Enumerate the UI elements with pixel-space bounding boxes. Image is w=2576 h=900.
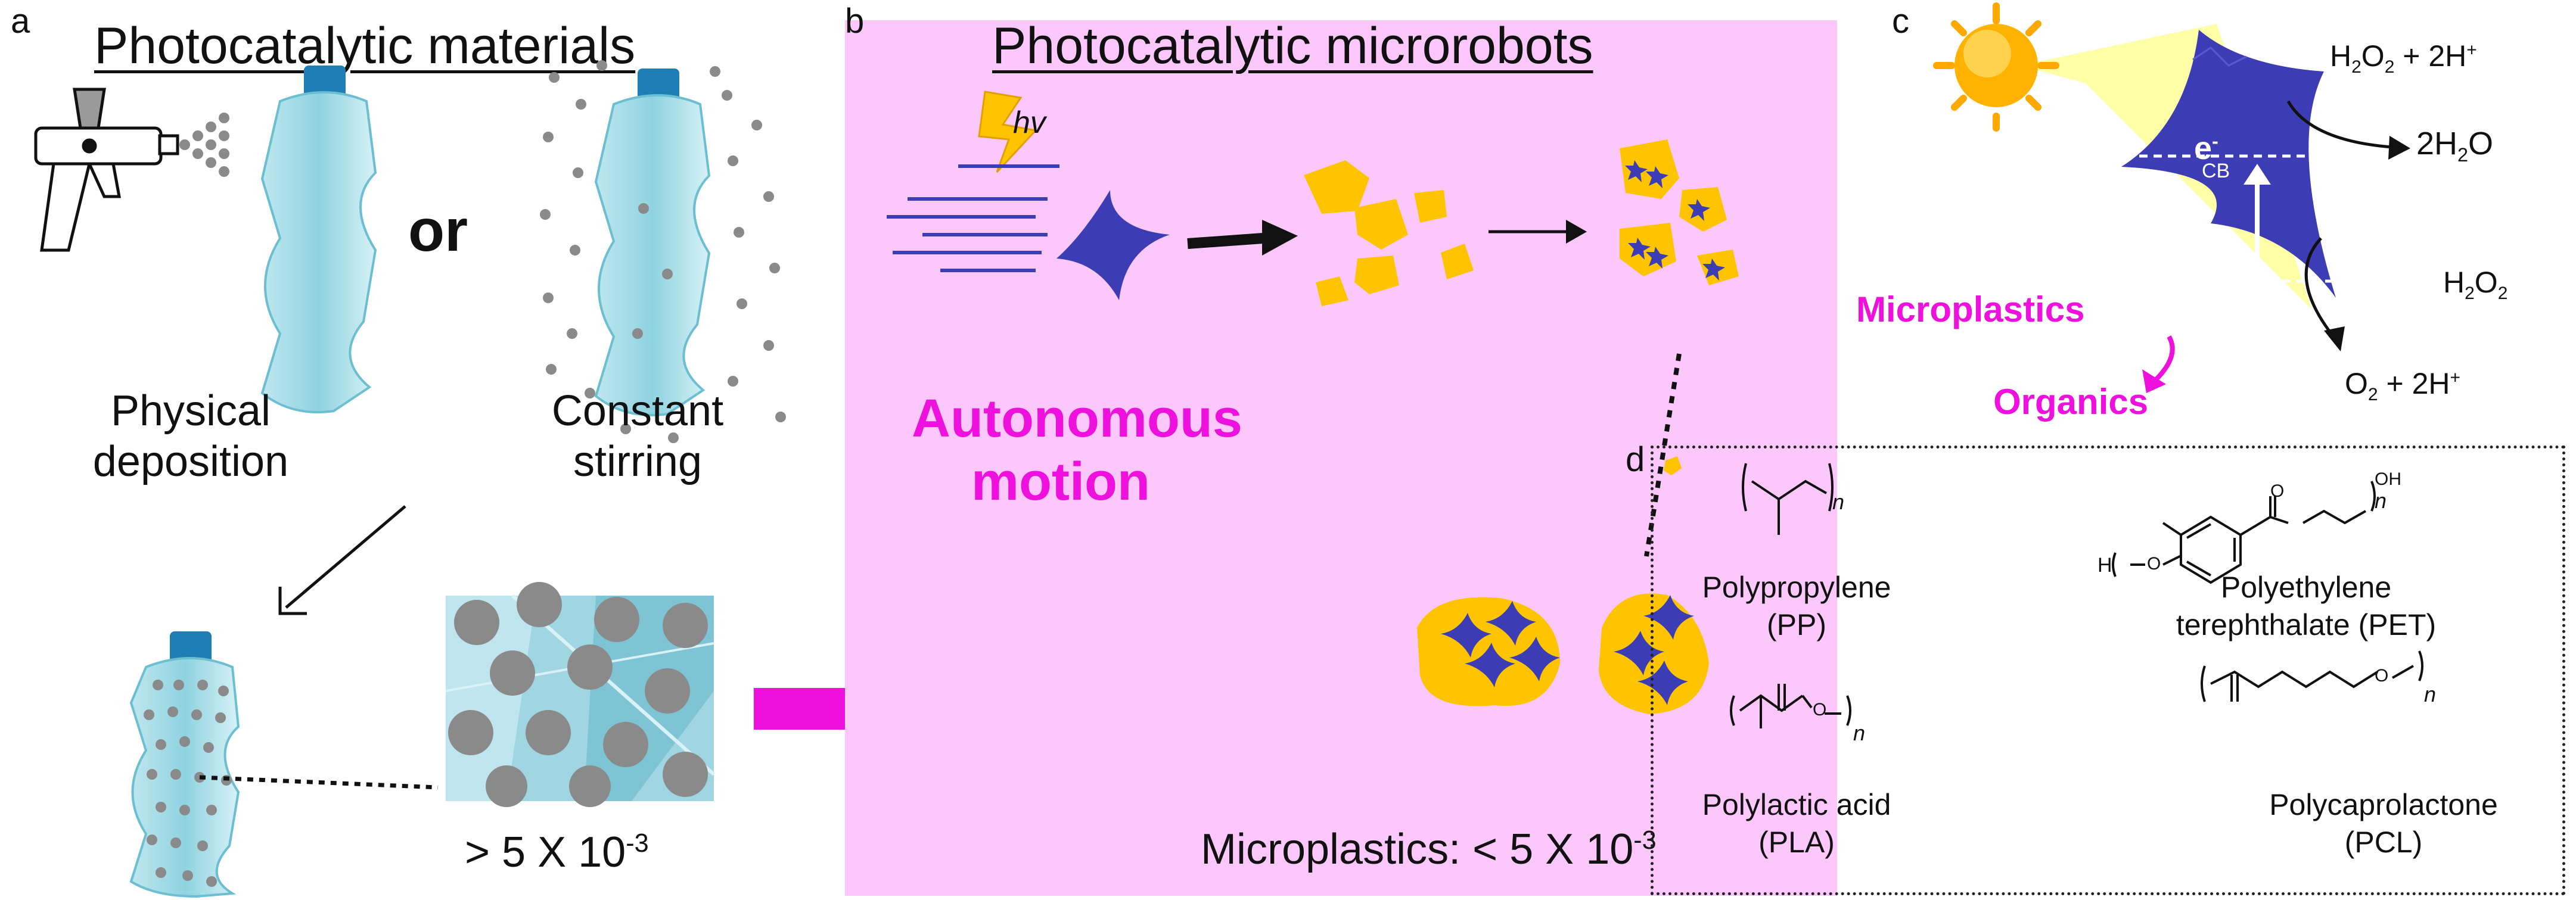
physical-deposition-text: Physical deposition	[92, 387, 289, 485]
spray-particles	[179, 113, 229, 177]
microrobot-star-icon	[1056, 190, 1170, 300]
pcl-abbr: (PCL)	[2344, 825, 2423, 859]
pcl-name: Polycaprolactone	[2269, 788, 2498, 821]
panel-d-letter: d	[1626, 440, 1645, 479]
physical-deposition-label: Physical deposition	[89, 386, 292, 487]
hole-label: h+	[2199, 280, 2230, 317]
attached-fragments	[1620, 139, 1739, 285]
pcl-n: n	[2424, 682, 2437, 706]
panel-c-illustration	[1933, 2, 2410, 393]
cb-label: CB	[2202, 160, 2230, 182]
pet-n: n	[2375, 488, 2387, 513]
panel-a-title: Photocatalytic materials	[94, 17, 636, 74]
bottom-product-plus: + 2H	[2378, 367, 2450, 400]
bottom-reactant-o: O	[2474, 266, 2498, 299]
panel-b-title: Photocatalytic microrobots	[992, 17, 1593, 74]
bottom-reactant-h: H	[2443, 266, 2465, 299]
panel-b-letter: b	[845, 2, 865, 41]
top-product-o: O	[2468, 126, 2494, 161]
bottom-product-label: O2 + 2H+	[2345, 367, 2461, 404]
electron-text: e	[2194, 130, 2213, 166]
or-label: or	[408, 197, 468, 264]
pla-structure	[1730, 684, 1851, 728]
panel-c-letter: c	[1892, 2, 1909, 41]
vb-label: VB	[2202, 253, 2229, 276]
panel-d-illustration	[1664, 456, 2423, 728]
electron-charge: -	[2212, 130, 2218, 152]
coated-bottle-icon	[129, 631, 240, 898]
motion-lines	[887, 164, 1059, 272]
organics-label: Organics	[1993, 382, 2149, 422]
excitation-arrow	[2243, 164, 2271, 280]
micro-size-label: Microplastics: < 5 X 10-3	[1201, 825, 1657, 874]
process-arrow	[278, 505, 406, 615]
panel-a-illustration	[34, 60, 786, 898]
pet-o1: O	[2147, 554, 2161, 574]
pla-name: Polylactic acid	[1702, 788, 1891, 821]
microplastic-fragments	[1304, 160, 1474, 306]
approach-arrow	[1187, 220, 1298, 256]
panel-b-illustration	[887, 91, 1739, 714]
top-product-h: 2H	[2416, 126, 2458, 161]
top-product-label: 2H2O	[2416, 126, 2494, 166]
sun-icon	[1933, 2, 2059, 132]
top-reactant-o: O	[2361, 39, 2385, 73]
aggregation-connector	[1644, 353, 1682, 557]
constant-stirring-label: Constant stirring	[536, 386, 739, 487]
spray-gun-icon	[34, 88, 179, 252]
micro-size-text: Microplastics: < 5 X 10	[1201, 826, 1634, 873]
top-reactant-label: H2O2 + 2H+	[2330, 39, 2477, 77]
pp-structure	[1742, 463, 1834, 535]
polymer-structures-box	[1651, 446, 2565, 895]
reduction-arrow	[2286, 100, 2402, 150]
autonomous-text: Autonomous	[912, 389, 1242, 449]
pet-oh: OH	[2375, 469, 2401, 489]
adhesion-arrow	[1489, 220, 1587, 244]
pla-n: n	[1853, 721, 1866, 745]
oxidation-arrow	[2304, 237, 2337, 341]
motion-text: motion	[971, 452, 1150, 512]
pla-abbr: (PLA)	[1758, 825, 1835, 859]
pp-name: Polypropylene	[1702, 571, 1891, 604]
pcl-structure	[2201, 650, 2423, 702]
top-reactant-plus: + 2H	[2394, 39, 2467, 73]
pp-label: Polypropylene (PP)	[1663, 569, 1931, 643]
robot-plastic-aggregates	[1417, 593, 1709, 714]
pet-name-2: terephthalate (PET)	[2176, 608, 2437, 641]
macro-size-label: > 5 X 10-3	[465, 828, 649, 877]
pla-o: O	[1813, 700, 1827, 720]
autonomous-motion-label: Autonomous motion	[912, 387, 1242, 513]
pet-label: Polyethylene terephthalate (PET)	[2139, 569, 2473, 643]
macro-size-text: > 5 X 10	[465, 829, 626, 876]
pcl-o: O	[2375, 666, 2389, 686]
panel-a-letter: a	[11, 2, 30, 41]
bottom-reactant-label: H2O2	[2443, 266, 2508, 303]
zoom-inset	[445, 582, 715, 807]
pla-label: Polylactic acid (PLA)	[1663, 786, 1931, 861]
bottle-2-icon	[594, 68, 711, 416]
constant-stirring-text: Constant stirring	[551, 387, 724, 485]
suspended-particles	[540, 60, 786, 443]
lightning-icon	[978, 91, 1037, 173]
hole-text: h	[2199, 281, 2218, 316]
microplastic-icon	[1664, 456, 1682, 475]
top-reactant-h: H	[2330, 39, 2352, 73]
hole-charge: +	[2218, 281, 2230, 302]
pcl-label: Polycaprolactone (PCL)	[2217, 786, 2550, 861]
pet-o2: O	[2270, 481, 2285, 501]
zoom-connector	[199, 775, 439, 790]
microplastics-label: Microplastics	[1856, 289, 2085, 329]
electron-label: e-	[2194, 130, 2218, 167]
photocatalyst-star-icon	[2121, 30, 2336, 298]
pet-h: H	[2098, 554, 2112, 577]
light-label: hv	[1013, 105, 1046, 140]
pp-abbr: (PP)	[1767, 608, 1826, 641]
bottle-1-icon	[260, 66, 377, 413]
macro-size-exponent: -3	[626, 829, 649, 858]
bottom-product-o: O	[2345, 367, 2368, 400]
pet-structure	[2112, 481, 2376, 584]
pp-n: n	[1832, 490, 1845, 514]
pet-name: Polyethylene	[2220, 571, 2392, 604]
